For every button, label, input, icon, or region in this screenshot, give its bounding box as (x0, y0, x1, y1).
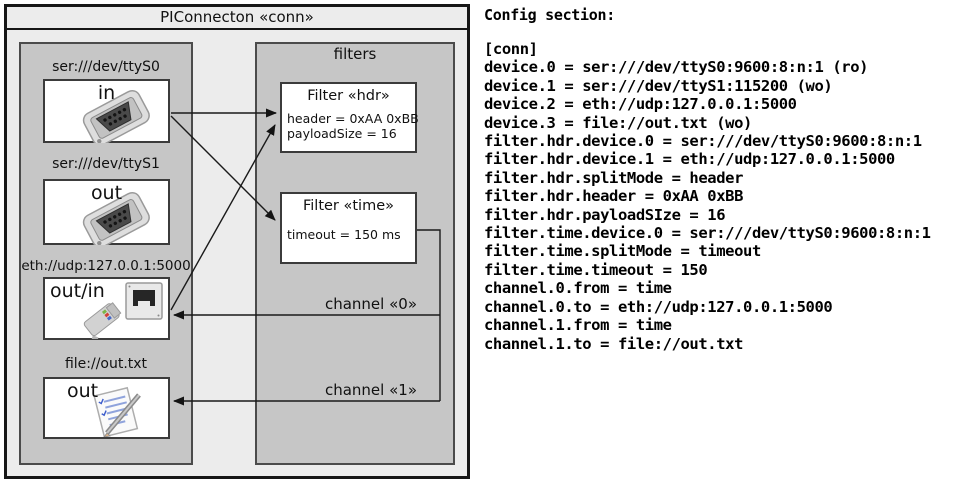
channel-0-label: channel «0» (324, 295, 417, 313)
device-node-file: out (43, 377, 170, 439)
device-url-ttyS1: ser:///dev/ttyS1 (52, 156, 160, 172)
notepad-icon (93, 386, 141, 437)
device-url-file: file://out.txt (64, 356, 148, 372)
serial-connector-icon (82, 191, 150, 245)
device-node-ttyS1: out (43, 179, 170, 245)
filters-group-label: filters (333, 45, 377, 63)
config-panel: Config section: [conn] device.0 = ser://… (484, 0, 964, 484)
filter-node-hdr: Filter «hdr» header = 0xAA 0xBB payloadS… (280, 82, 419, 153)
filter-node-time: Filter «time» timeout = 150 ms (280, 192, 417, 264)
filter-property: payloadSize = 16 (287, 126, 397, 141)
device-direction-label: out/in (50, 280, 105, 302)
filter-property: timeout = 150 ms (287, 227, 401, 242)
channel-1-label: channel «1» (324, 381, 417, 399)
filter-title: Filter «time» (302, 198, 395, 214)
config-text: [conn] device.0 = ser:///dev/ttyS0:9600:… (484, 40, 931, 353)
ethernet-connector-icon (83, 282, 163, 339)
device-node-ttyS0: in (43, 79, 170, 143)
config-heading: Config section: (484, 6, 615, 24)
filter-property: header = 0xAA 0xBB (287, 111, 419, 126)
device-direction-label: in (97, 82, 116, 104)
serial-connector-icon (82, 89, 150, 143)
diagram-title: PIConnecton «conn» (160, 8, 314, 26)
title-separator (7, 28, 467, 30)
device-url-ttyS0: ser:///dev/ttyS0 (52, 59, 160, 75)
filter-title: Filter «hdr» (307, 88, 390, 104)
device-url-eth: eth://udp:127.0.0.1:5000 (21, 258, 191, 274)
device-direction-label: out (90, 182, 123, 204)
device-direction-label: out (67, 380, 99, 402)
device-node-eth: out/in (43, 277, 170, 340)
